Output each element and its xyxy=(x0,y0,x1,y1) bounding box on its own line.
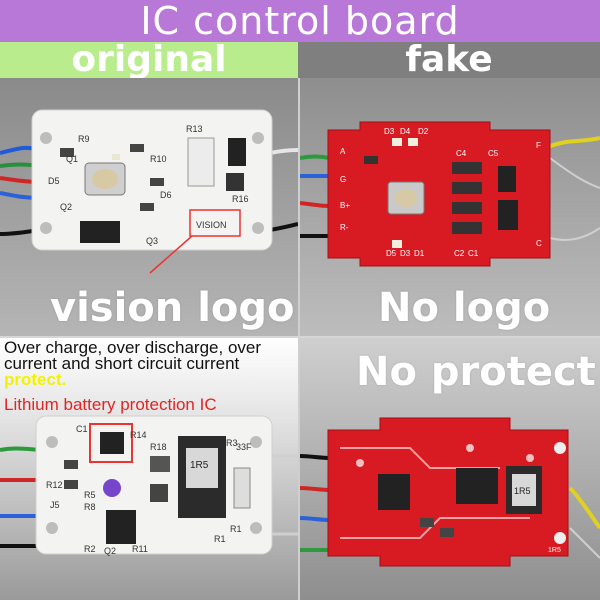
original-bottom-marks: C1 R14 R12 J5 R5 R8 R2 Q2 R11 R1 R3 33F … xyxy=(46,424,252,556)
svg-text:R12: R12 xyxy=(46,480,63,490)
caption-no-protect: No protect xyxy=(356,349,596,395)
fake-top-marks: D3 D4 D2 C4 C5 D5 D3 D1 C2 C1 A G B+ R- … xyxy=(340,127,542,258)
svg-text:R9: R9 xyxy=(78,134,90,144)
svg-text:R2: R2 xyxy=(84,544,96,554)
original-bottom-photo: 1R5 C1 R14 R12 J5 R5 R8 R2 Q2 R11 R1 R3 … xyxy=(0,338,298,600)
svg-text:J5: J5 xyxy=(50,500,60,510)
svg-text:R5: R5 xyxy=(84,490,96,500)
svg-text:D5: D5 xyxy=(386,249,397,258)
svg-text:Q2: Q2 xyxy=(60,202,72,212)
svg-text:R10: R10 xyxy=(150,154,167,164)
svg-text:C1: C1 xyxy=(468,249,479,258)
fake-bottom-mark: 1R5 xyxy=(548,547,561,554)
description-highlight: protect. xyxy=(4,370,67,389)
original-top-marks: R13 R10 Q3 Q1 Q2 D5 D6 R16 R9 xyxy=(48,124,249,246)
horizontal-divider xyxy=(0,336,600,338)
fake-top-photo: D3 D4 D2 C4 C5 D5 D3 D1 C2 C1 A G B+ R- … xyxy=(300,78,600,336)
svg-text:G: G xyxy=(340,175,346,184)
caption-vision-logo: vision logo xyxy=(50,285,295,331)
original-top-photo: VISION R13 R10 Q3 Q1 Q2 D5 D6 R16 R9 xyxy=(0,78,298,336)
header-fake: fake xyxy=(298,42,600,78)
panel-original-top: VISION R13 R10 Q3 Q1 Q2 D5 D6 R16 R9 xyxy=(0,78,298,336)
svg-text:D1: D1 xyxy=(414,249,425,258)
svg-text:B+: B+ xyxy=(340,201,350,210)
description-main: Over charge, over discharge, over curren… xyxy=(4,338,262,373)
svg-text:R14: R14 xyxy=(130,430,147,440)
svg-text:Q1: Q1 xyxy=(66,154,78,164)
protection-ic-label: Lithium battery protection IC xyxy=(4,395,217,414)
vertical-divider xyxy=(298,78,300,600)
svg-text:F: F xyxy=(536,141,541,150)
svg-text:D3: D3 xyxy=(384,127,395,136)
panel-fake-top: D3 D4 D2 C4 C5 D5 D3 D1 C2 C1 A G B+ R- … xyxy=(300,78,600,336)
svg-text:Q2: Q2 xyxy=(104,546,116,556)
svg-text:D4: D4 xyxy=(400,127,411,136)
svg-text:C: C xyxy=(536,239,542,248)
title-bar: IC control board xyxy=(0,0,600,42)
svg-text:C5: C5 xyxy=(488,149,499,158)
inductor-mark-right: 1R5 xyxy=(514,486,531,496)
svg-text:R1: R1 xyxy=(230,524,242,534)
svg-text:R18: R18 xyxy=(150,442,167,452)
svg-text:R1: R1 xyxy=(214,534,226,544)
svg-text:R8: R8 xyxy=(84,502,96,512)
svg-text:33F: 33F xyxy=(236,442,252,452)
header-original-label: original xyxy=(71,39,227,80)
svg-text:C1: C1 xyxy=(76,424,88,434)
svg-text:R3: R3 xyxy=(226,438,238,448)
svg-text:C4: C4 xyxy=(456,149,467,158)
svg-text:Q3: Q3 xyxy=(146,236,158,246)
svg-text:A: A xyxy=(340,147,346,156)
fake-bottom-photo: 1R5 1R5 xyxy=(300,338,600,600)
svg-text:R11: R11 xyxy=(132,544,148,554)
svg-text:D6: D6 xyxy=(160,190,172,200)
header-original: original xyxy=(0,42,298,78)
header-fake-label: fake xyxy=(405,39,493,80)
protection-description: Over charge, over discharge, over curren… xyxy=(4,338,296,389)
panel-fake-bottom: 1R5 1R5 xyxy=(300,338,600,600)
svg-text:D3: D3 xyxy=(400,249,411,258)
svg-text:R16: R16 xyxy=(232,194,249,204)
caption-no-logo: No logo xyxy=(378,285,551,331)
page-title: IC control board xyxy=(140,0,460,43)
svg-text:D5: D5 xyxy=(48,176,60,186)
svg-text:C2: C2 xyxy=(454,249,465,258)
svg-text:R13: R13 xyxy=(186,124,203,134)
svg-text:D2: D2 xyxy=(418,127,429,136)
svg-text:R-: R- xyxy=(340,223,349,232)
vision-logo-text: VISION xyxy=(196,220,227,230)
inductor-mark-left: 1R5 xyxy=(190,460,209,471)
panel-original-bottom: 1R5 C1 R14 R12 J5 R5 R8 R2 Q2 R11 R1 R3 … xyxy=(0,338,298,600)
